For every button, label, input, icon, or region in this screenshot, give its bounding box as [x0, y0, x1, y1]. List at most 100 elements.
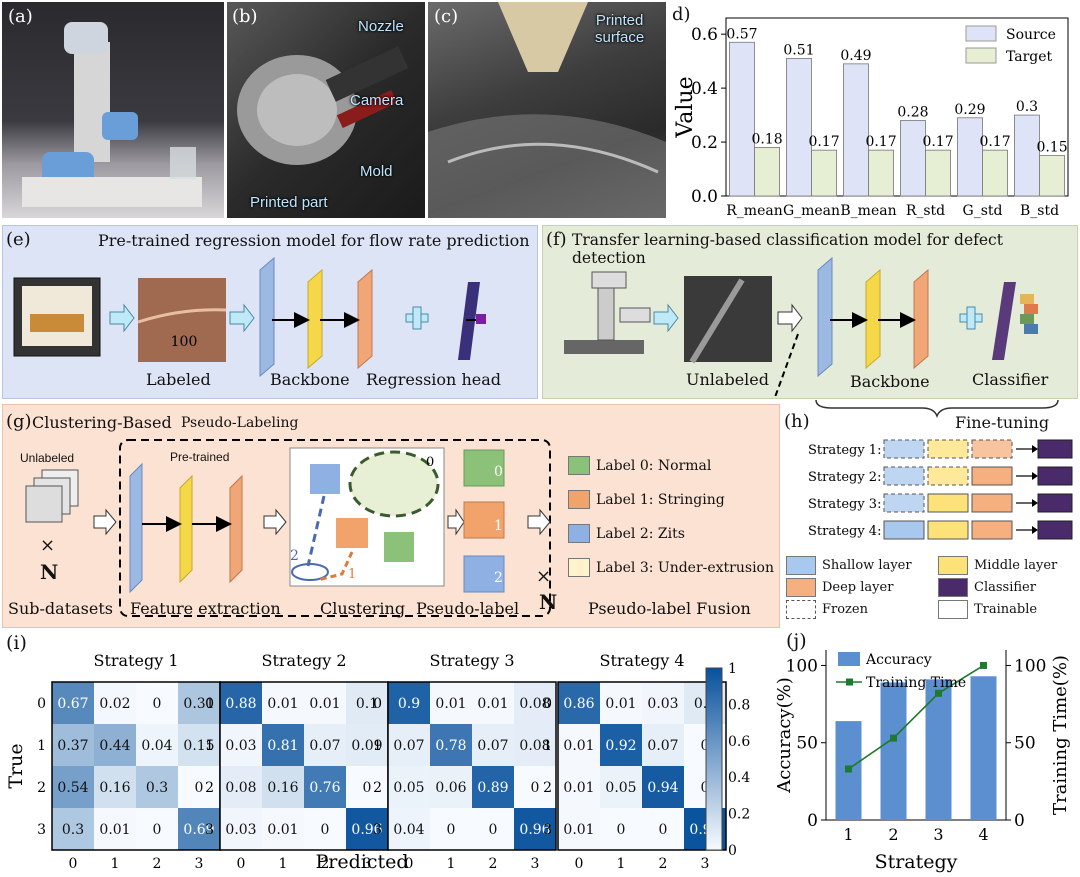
cm-2-xtick: 2 — [489, 856, 498, 872]
strategy-grid: Strategy 1:Strategy 2:Strategy 3:Strateg… — [808, 439, 1073, 540]
cm-3-xtick: 3 — [701, 856, 710, 872]
strategy-1-arrowhead — [1032, 445, 1038, 453]
d-bar-source-5 — [1014, 114, 1040, 197]
cm-2-ytick: 3 — [373, 822, 382, 838]
strategy-2-layer-2 — [971, 466, 1013, 486]
cm-1-val-1-3: 0.09 — [351, 738, 382, 754]
cm-3-xtick: 1 — [617, 856, 626, 872]
backbone-shallow-f — [817, 256, 833, 378]
panel-label-a: (a) — [8, 6, 33, 27]
panel-g-pretrained: Pre-trained — [170, 450, 230, 464]
cm-title-2: Strategy 3 — [429, 651, 514, 670]
legend-middle-swatch — [938, 556, 968, 575]
cm-2-cell-2-3 — [514, 766, 556, 808]
strategy-3-arrowhead — [1032, 499, 1038, 507]
j-time-point-2 — [935, 689, 942, 697]
legend-deep: Deep layer — [786, 578, 926, 597]
panel-label-e: (e) — [6, 229, 31, 250]
cm-0-cell-3-0 — [52, 808, 94, 850]
cm-1-cell-0-1 — [262, 682, 304, 724]
pseudo-label-1 — [463, 501, 505, 539]
cm-2-cell-3-2 — [472, 808, 514, 850]
pseudo-label-legend: Label 0: Normal Label 1: Stringing Label… — [568, 456, 774, 587]
cm-0-cell-1-1 — [94, 724, 136, 766]
cm-1-val-3-2: 0 — [321, 822, 330, 838]
legend-middle-text: Middle layer — [974, 558, 1058, 573]
strategy-label-2: Strategy 2: — [808, 470, 881, 485]
cm-2-val-3-0: 0.04 — [393, 822, 424, 838]
strategy-2-layer-1 — [927, 466, 969, 486]
callout-mold: Mold — [360, 163, 393, 180]
strategy-3-layer-1 — [927, 493, 969, 513]
colorbar-tick: 1 — [728, 661, 737, 677]
strategy-2-layer-0 — [883, 466, 925, 486]
cm-3-cell-1-1 — [600, 724, 642, 766]
legend-middle: Middle layer — [938, 556, 1057, 575]
d-xtick-label: G_std — [963, 203, 1003, 219]
legend-swatch-0 — [568, 456, 590, 475]
cluster-label-1: 1 — [348, 567, 356, 582]
cm-3-val-3-0: 0.01 — [563, 822, 594, 838]
arrow-f-1 — [653, 303, 679, 333]
legend-label-0: Label 0: Normal — [568, 456, 774, 475]
panel-g-times-2: × — [536, 566, 552, 587]
legend-text-1: Label 1: Stringing — [596, 491, 725, 508]
cm-1-cell-0-2 — [304, 682, 346, 724]
d-ytick-label: 0.2 — [691, 133, 718, 153]
cm-1-cell-1-1 — [262, 724, 304, 766]
j-xtick: 4 — [978, 825, 988, 844]
strategy-label-1: Strategy 1: — [808, 443, 881, 458]
colorbar-tick: 0.2 — [728, 807, 750, 823]
legend-deep-swatch — [786, 578, 816, 597]
cm-0-val-1-1: 0.44 — [99, 738, 130, 754]
backbone-shallow-e — [259, 256, 275, 378]
cm-1-cell-2-2 — [304, 766, 346, 808]
legend-label-3: Label 3: Under-extrusion — [568, 558, 774, 577]
j-bar-3 — [970, 676, 997, 820]
legend-text-3: Label 3: Under-extrusion — [596, 559, 775, 576]
callout-printed-surface: Printed surface — [595, 12, 645, 46]
cluster-0-ellipse — [348, 450, 440, 518]
arrow-g-3 — [447, 508, 465, 536]
cm-2-val-2-2: 0.89 — [477, 780, 508, 796]
cm-2-cell-0-2 — [472, 682, 514, 724]
cm-3-val-0-2: 0.03 — [647, 696, 678, 712]
legend-frozen-text: Frozen — [822, 602, 868, 617]
cm-1-cell-3-1 — [262, 808, 304, 850]
j-ytick-right: 100 — [1014, 656, 1046, 676]
arrow-g-2 — [263, 508, 287, 536]
panel-g-sub-datasets: Sub-datasets — [8, 599, 113, 618]
legend-row-1: Shallow layer Middle layer — [786, 556, 1078, 575]
pseudo-label-num-2: 2 — [494, 570, 503, 586]
d-ylabel: Value — [673, 76, 698, 138]
j-legend-acc-text: Accuracy — [865, 652, 932, 668]
d-xtick-label: B_std — [1020, 203, 1059, 219]
d-legend-text-0: Source — [1006, 27, 1056, 43]
panel-g-title-2: Pseudo-Labeling — [181, 415, 299, 431]
cm-2-cell-1-0 — [388, 724, 430, 766]
classifier-output-2 — [1020, 314, 1034, 324]
colorbar-tick: 0.8 — [728, 697, 750, 713]
legend-swatch-1 — [568, 490, 590, 509]
cm-1-cell-3-0 — [220, 808, 262, 850]
cm-2-cell-1-2 — [472, 724, 514, 766]
legend-swatch-2 — [568, 524, 590, 543]
cluster-2-square — [310, 464, 340, 494]
cluster-1-square — [336, 518, 368, 548]
classifier-output-3 — [1024, 324, 1038, 334]
cm-2-cell-3-3 — [514, 808, 556, 850]
cm-2-val-1-1: 0.78 — [435, 738, 466, 754]
cm-2-cell-0-3 — [514, 682, 556, 724]
panel-g-feature-extraction: Feature extraction — [130, 599, 281, 618]
dashed-frame — [119, 439, 551, 617]
legend-classifier: Classifier — [938, 578, 1036, 597]
cm-1-xtick: 1 — [279, 856, 288, 872]
cm-frame-3 — [557, 681, 727, 851]
photo-printed-surface — [428, 2, 666, 218]
legend-trainable-swatch — [938, 600, 968, 619]
panel-label-j: (j) — [786, 630, 807, 652]
panel-label-i: (i) — [6, 632, 27, 654]
arrow-e-1 — [109, 303, 135, 333]
cm-2-val-2-1: 0.06 — [435, 780, 466, 796]
